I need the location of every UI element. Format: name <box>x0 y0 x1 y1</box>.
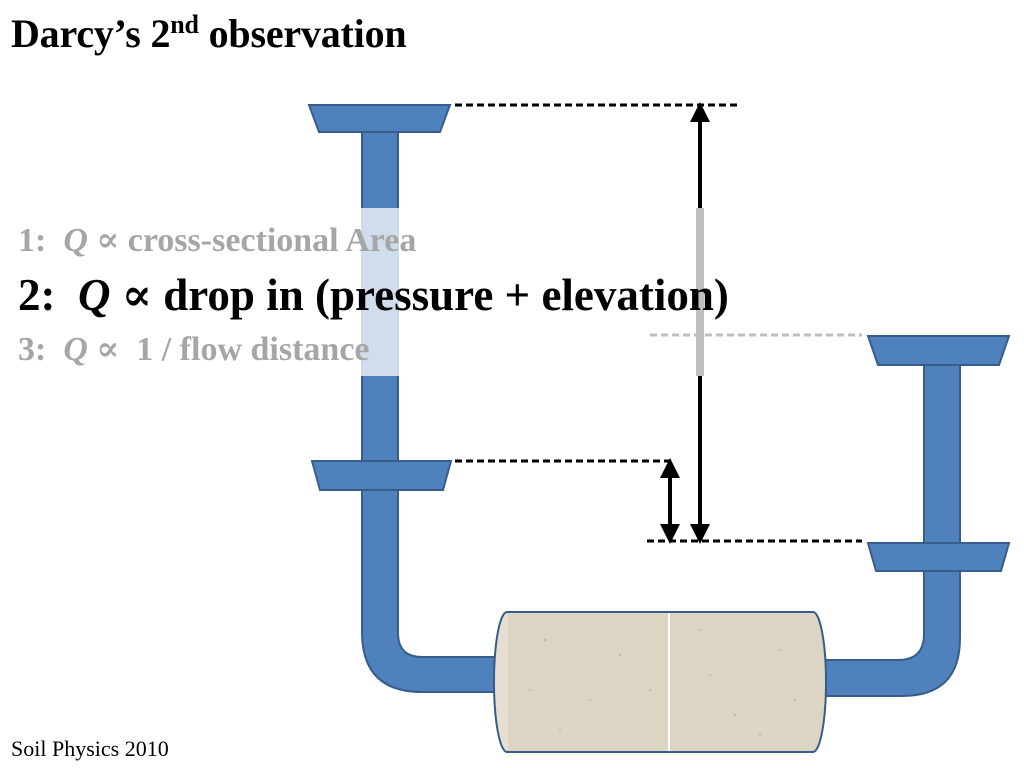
observation-text: drop in (pressure + elevation) <box>163 270 729 320</box>
slide-footer: Soil Physics 2010 <box>11 736 169 761</box>
soil-texture <box>529 629 797 736</box>
soil-column-cover <box>508 613 812 751</box>
observation-3: 3: Q ∝ 1 / flow distance <box>18 329 370 369</box>
observation-text: 1 / flow distance <box>136 331 370 368</box>
title-prefix: Darcy’s 2 <box>11 11 171 56</box>
right-pipe-upper-column <box>923 364 961 544</box>
soil-column <box>493 611 827 753</box>
left-pipe <box>307 104 515 695</box>
proportional-symbol: ∝ <box>96 331 120 368</box>
observation-2: 2: Q ∝ drop in (pressure + elevation) <box>18 268 729 321</box>
right-pipe-elbow <box>817 569 961 697</box>
head-difference-arrows <box>660 102 710 544</box>
title-superscript: nd <box>170 10 199 39</box>
left-top-reservoir-funnel <box>307 104 452 133</box>
observation-1: 1: Q ∝ cross-sectional Area <box>18 220 416 260</box>
proportional-symbol: ∝ <box>121 270 152 320</box>
observation-number: 3: <box>18 331 47 368</box>
right-lower-funnel <box>866 542 1011 572</box>
flow-variable: Q <box>63 222 88 259</box>
left-pipe-elbow <box>361 489 506 693</box>
observation-text: cross-sectional Area <box>127 222 417 259</box>
observation-number: 2: <box>18 270 56 320</box>
observation-number: 1: <box>18 222 47 259</box>
slide-title: Darcy’s 2nd observation <box>11 10 407 57</box>
left-pipe-highlight <box>361 208 399 376</box>
left-lower-funnel <box>310 460 453 491</box>
flow-variable: Q <box>78 270 111 320</box>
total-head-arrow-fade <box>696 208 704 376</box>
reference-lines <box>455 103 862 543</box>
flow-variable: Q <box>63 331 88 368</box>
proportional-symbol: ∝ <box>96 222 120 259</box>
right-pipe <box>817 335 1011 697</box>
right-top-reservoir-funnel <box>866 335 1011 366</box>
title-suffix: observation <box>198 11 407 56</box>
